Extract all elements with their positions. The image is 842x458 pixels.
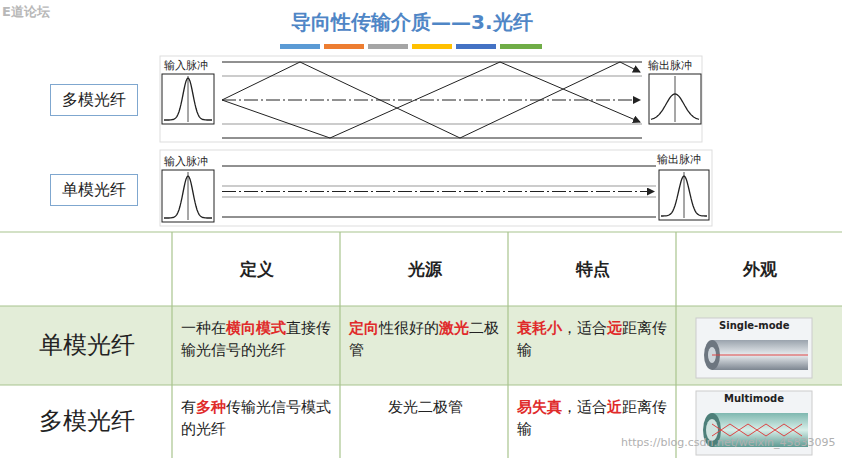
pulse-label: 输入脉冲 [164,58,208,73]
cell-text: 光源 [408,259,442,279]
fiber-name: 单模光纤 [62,180,126,201]
cell-text: 外观 [743,259,777,279]
pulse-label: 输出脉冲 [657,152,701,167]
watermark: E道论坛 [2,3,50,21]
highlight-text: 易失真 [517,398,562,416]
fiber-name-box: 单模光纤 [50,174,138,206]
table-cell: 衰耗小，适合远距离传输 [517,318,669,362]
url-watermark: https://blog.csdn.net/weixin_45833095 [621,436,836,449]
table-cell: 外观 [685,257,835,282]
highlight-text: 多种 [196,398,226,416]
highlight-text: 衰耗小 [517,319,562,337]
highlight-text: 远 [607,319,622,337]
cell-text: ，适合 [562,319,607,337]
pulse-label: 输入脉冲 [164,154,208,169]
fiber-name: 多模光纤 [62,90,126,111]
slide-title: 导向性传输介质——3.光纤 [291,9,533,36]
highlight-text: 定向 [349,319,379,337]
table-grid [0,232,842,458]
cell-text: 一种在 [181,319,226,337]
cell-text: 单模光纤 [39,331,135,359]
picture-caption: Single-mode [719,320,790,331]
single-mode-fiber-figure [160,150,712,226]
single-mode-cable-picture [696,318,812,378]
picture-caption: Multimode [724,393,784,404]
table-cell: 易失真，适合近距离传输 [517,397,669,441]
pulse-label: 输出脉冲 [648,58,692,73]
cell-text: 多模光纤 [39,407,135,435]
table-cell: 多模光纤 [9,404,165,439]
highlight-text: 横向模式 [226,319,286,337]
cell-text: 发光二极管 [388,398,463,416]
highlight-text: 激光 [439,319,469,337]
table-cell: 光源 [349,257,501,282]
cell-text: 性很好的 [379,319,439,337]
fiber-name-box: 多模光纤 [50,84,138,116]
highlight-text: 近 [607,398,622,416]
table-cell: 定向性很好的激光二极管 [349,318,501,362]
table-cell: 有多种传输光信号模式的光纤 [181,397,333,441]
table-cell: 定义 [181,257,333,282]
table-cell: 发光二极管 [349,397,501,419]
cell-text: 有 [181,398,196,416]
cell-text: 定义 [240,259,274,279]
title-bars [280,44,542,49]
table-cell: 单模光纤 [9,328,165,363]
cell-text: 特点 [576,259,610,279]
multimode-fiber-figure [160,56,702,142]
table-cell: 特点 [517,257,669,282]
table-cell: 一种在横向模式直接传输光信号的光纤 [181,318,333,362]
cell-text: ，适合 [562,398,607,416]
